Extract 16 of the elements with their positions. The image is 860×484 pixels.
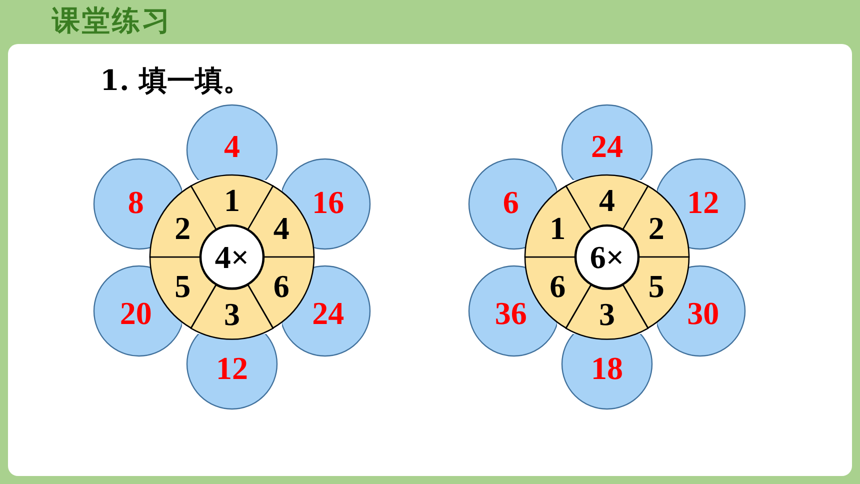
ring-segment: 6 xyxy=(248,257,314,328)
center-circle: 6× xyxy=(575,225,639,289)
ring-segment: 5 xyxy=(623,257,689,328)
heading: 课堂练习 xyxy=(52,3,172,39)
ring-segment: 1 xyxy=(525,186,591,257)
ring-segment: 2 xyxy=(150,186,216,257)
ring-segment: 1 xyxy=(191,175,273,230)
ring-segment: 4 xyxy=(566,175,648,230)
ring-segment: 6 xyxy=(525,257,591,328)
ring-segment: 3 xyxy=(191,284,273,339)
ring-segment: 2 xyxy=(623,186,689,257)
exercise-prompt: 1. 填一填。 xyxy=(100,63,251,99)
ring-segment: 3 xyxy=(566,284,648,339)
ring-segment: 4 xyxy=(248,186,314,257)
center-circle: 4× xyxy=(200,225,264,289)
ring-segment: 5 xyxy=(150,257,216,328)
